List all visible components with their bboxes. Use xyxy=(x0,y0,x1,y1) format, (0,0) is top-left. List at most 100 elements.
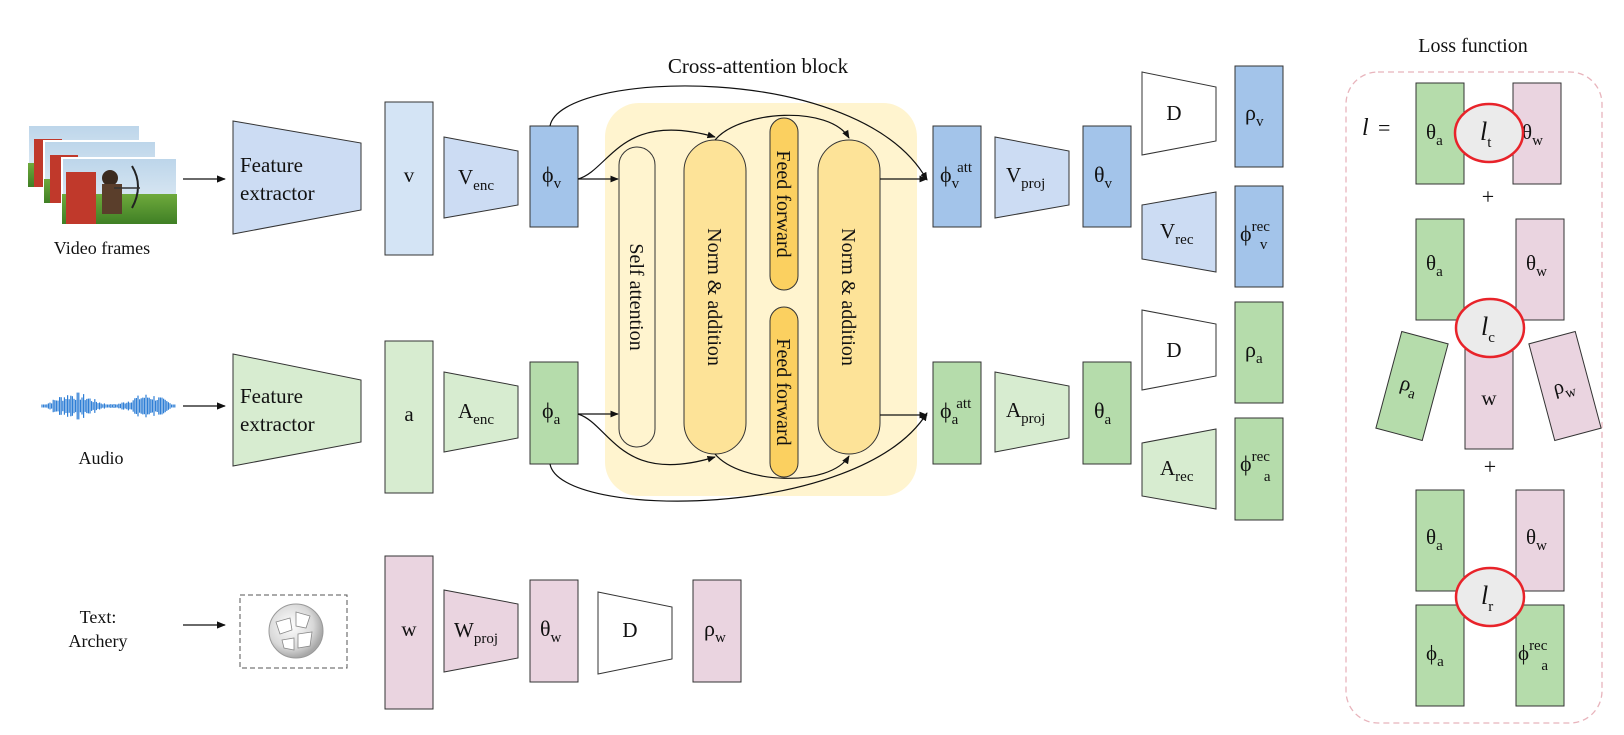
feed-forward-label-top: Feed forward xyxy=(772,150,794,257)
svg-text:θv: θv xyxy=(1094,162,1113,192)
audio-feature-extractor: Feature extractor xyxy=(232,353,362,467)
phi-v-att-box xyxy=(932,125,982,228)
phi-v-att-symbol: ϕ xyxy=(940,162,952,187)
phi-v-rec-superscript: rec xyxy=(1252,219,1271,235)
phi-v-symbol: ϕ xyxy=(542,162,554,187)
loss-equals: = xyxy=(1378,115,1390,140)
svg-text:Aenc: Aenc xyxy=(458,399,494,428)
self-attention-label: Self attention xyxy=(625,243,647,350)
feed-forward-pill-top xyxy=(769,117,799,291)
loss-theta-w-1-subscript: w xyxy=(1532,133,1543,149)
theta-w-box xyxy=(529,579,579,683)
svg-text:lc: lc xyxy=(1481,312,1495,346)
svg-text:θw: θw xyxy=(1526,525,1547,554)
a-encoder-symbol: A xyxy=(458,399,474,423)
a-encoder: Aenc xyxy=(443,371,519,453)
norm-addition-label-2: Norm & addition xyxy=(837,228,859,366)
self-attention-pill xyxy=(618,146,656,448)
phi-a-rec-subscript: a xyxy=(1264,469,1271,485)
v-proj-symbol: V xyxy=(1006,163,1021,187)
theta-v-symbol: θ xyxy=(1094,162,1105,187)
loss-theta-a-2-symbol: θ xyxy=(1426,251,1436,275)
loss-plus-1: + xyxy=(1482,184,1494,209)
phi-a-symbol: ϕ xyxy=(542,398,554,423)
loss-rho-a-subscript: a xyxy=(1406,386,1417,403)
a-proj-symbol: A xyxy=(1006,398,1022,422)
phi-v-rec-symbol: ϕ xyxy=(1240,221,1252,246)
loss-theta-w-3 xyxy=(1515,489,1565,592)
cross-attention-arrows xyxy=(577,114,928,479)
a-proj-subscript: proj xyxy=(1021,411,1045,427)
cross-attention-title: Cross-attention block xyxy=(668,54,849,78)
phi-a-rec-box xyxy=(1234,417,1284,521)
phi-v-subscript: v xyxy=(554,176,562,192)
video-extractor-line1: Feature xyxy=(240,153,303,177)
svg-text:ρa: ρa xyxy=(1245,337,1263,367)
text-label-class: Archery xyxy=(69,631,128,651)
svg-text:ρw: ρw xyxy=(704,616,726,646)
a-reconstructor: Arec xyxy=(1141,428,1217,510)
video-feature-extractor: Feature extractor xyxy=(232,120,362,235)
svg-text:ϕa: ϕa xyxy=(1426,641,1444,670)
theta-a-symbol: θ xyxy=(1094,398,1105,423)
loss-phi-a-rec-subscript: a xyxy=(1541,658,1548,674)
svg-text:Vrec: Vrec xyxy=(1160,219,1194,248)
audio-waveform-icon xyxy=(41,392,176,420)
rho-a-subscript: a xyxy=(1256,351,1263,367)
loss-rho-w xyxy=(1528,330,1602,442)
svg-text:lr: lr xyxy=(1481,581,1493,615)
svg-text:θa: θa xyxy=(1094,398,1112,428)
phi-a-rec-symbol: ϕ xyxy=(1240,451,1252,476)
loss-triplet-symbol: l xyxy=(1480,117,1487,146)
v-projection: Vproj xyxy=(994,136,1070,219)
svg-text:θw: θw xyxy=(1526,251,1547,280)
svg-text:ϕaatt: ϕaatt xyxy=(940,396,972,428)
w-decoder: D xyxy=(597,591,673,675)
rho-v-box xyxy=(1234,65,1284,168)
loss-theta-a-2 xyxy=(1415,218,1465,321)
loss-phi-a-rec-superscript: rec xyxy=(1529,638,1548,654)
audio-extractor-line1: Feature xyxy=(240,384,303,408)
v-proj-subscript: proj xyxy=(1021,176,1045,192)
video-extractor-line2: extractor xyxy=(240,181,315,205)
loss-function-panel xyxy=(1345,71,1603,724)
phi-a-att-symbol: ϕ xyxy=(940,398,952,423)
v-feature-box xyxy=(384,101,434,256)
svg-text:Aproj: Aproj xyxy=(1006,398,1045,427)
v-encoder-subscript: enc xyxy=(473,178,494,194)
a-rec-subscript: rec xyxy=(1175,469,1194,485)
theta-w-subscript: w xyxy=(551,630,562,646)
video-frames-label: Video frames xyxy=(54,238,150,258)
phi-v-rec-box xyxy=(1234,185,1284,288)
rho-a-box xyxy=(1234,301,1284,404)
loss-composite-subscript: c xyxy=(1488,330,1495,346)
rho-v-subscript: v xyxy=(1256,114,1264,130)
w-projection: Wproj xyxy=(443,589,519,673)
v-feature-label: v xyxy=(404,163,415,187)
audio-extractor-line2: extractor xyxy=(240,412,315,436)
svg-text:θa: θa xyxy=(1426,120,1443,149)
svg-text:ρv: ρv xyxy=(1245,100,1264,130)
loss-phi-a-rec-symbol: ϕ xyxy=(1518,641,1529,665)
video-frames-icon xyxy=(27,124,178,225)
rho-v-symbol: ρ xyxy=(1245,100,1256,125)
loss-phi-a-symbol: ϕ xyxy=(1426,641,1437,665)
w-proj-symbol: W xyxy=(454,618,474,642)
svg-text:θw: θw xyxy=(540,616,562,646)
phi-a-rec-superscript: rec xyxy=(1252,449,1271,465)
phi-a-box xyxy=(529,361,579,465)
skip-arrow-video xyxy=(549,85,928,181)
rho-w-box xyxy=(692,579,742,683)
loss-phi-a-subscript: a xyxy=(1437,654,1444,670)
skip-arrow-audio xyxy=(549,412,928,502)
phi-a-att-box xyxy=(932,361,982,465)
wikipedia-globe-icon xyxy=(268,603,324,659)
phi-v-att-subscript: v xyxy=(952,176,960,192)
a-feature-label: a xyxy=(404,402,414,426)
loss-phi-a-rec xyxy=(1515,604,1565,707)
loss-plus-2: + xyxy=(1484,454,1496,479)
svg-text:Arec: Arec xyxy=(1160,456,1194,485)
